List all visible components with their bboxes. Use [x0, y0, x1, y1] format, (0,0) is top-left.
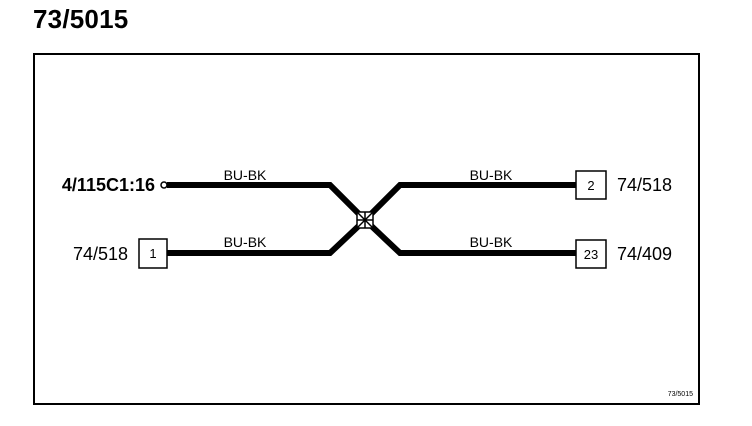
pin-box-right-top	[575, 170, 607, 200]
connection-label-left-bottom: 74/518	[73, 244, 128, 264]
wire-top-left	[167, 182, 368, 223]
connection-label-right-bottom: 74/409	[617, 244, 672, 264]
wire-label: BU-BK	[224, 167, 267, 183]
pin-box-left	[138, 238, 168, 269]
wire-label: BU-BK	[224, 234, 267, 250]
diagram-frame	[33, 53, 700, 405]
terminal-circle	[160, 181, 168, 189]
pin-number: 23	[584, 247, 598, 262]
pin-box-right-bottom	[575, 239, 607, 269]
page-title: 73/5015	[33, 4, 129, 34]
splice-icon	[356, 211, 374, 229]
wire-top-right	[362, 182, 576, 223]
wire-bottom-right	[362, 217, 576, 256]
diagram-id-label: 73/5015	[668, 391, 693, 398]
connection-label-right-top: 74/518	[617, 175, 672, 195]
pin-number: 2	[587, 178, 594, 193]
connection-label-left-top: 4/115C1:16	[62, 175, 155, 195]
wire-bottom-left	[167, 217, 368, 256]
wire-label: BU-BK	[470, 167, 513, 183]
pin-number: 1	[149, 246, 156, 261]
wire-label: BU-BK	[470, 234, 513, 250]
